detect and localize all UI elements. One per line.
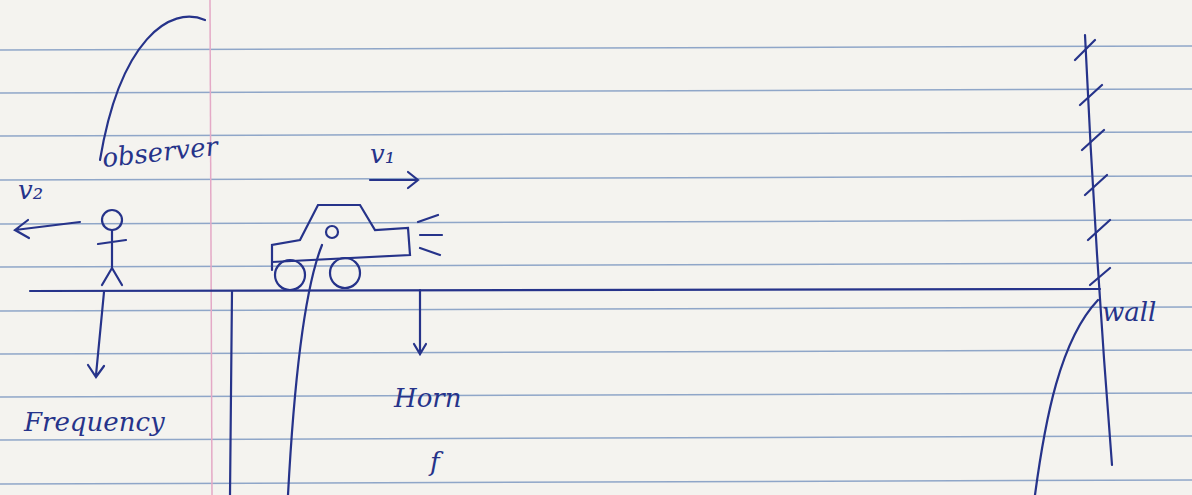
label: f: [428, 448, 442, 477]
ink: [15, 17, 1112, 495]
ruled-lines: [0, 46, 1192, 484]
leader-line: [88, 292, 104, 377]
label: Horn: [392, 384, 464, 413]
label: wall: [1100, 298, 1158, 327]
sound-lines: [418, 215, 442, 255]
driver: [326, 226, 338, 238]
label: Frequency: [22, 408, 167, 437]
leader-line: [1035, 300, 1098, 495]
wall-line: [1085, 35, 1112, 465]
wall-hatching: [1075, 40, 1110, 285]
velocity-arrow: [370, 172, 418, 188]
label: v₁: [368, 140, 397, 169]
leader-line: [230, 291, 232, 495]
margin-line: [210, 0, 212, 495]
label: observer: [99, 132, 221, 173]
leader-line: [288, 245, 322, 495]
ground-line: [30, 289, 1100, 291]
observer-head: [102, 210, 122, 230]
car-wheel: [275, 260, 305, 290]
car-wheel: [330, 258, 360, 288]
leader-line: [414, 290, 426, 354]
observer-body: [98, 230, 126, 285]
label: v₂: [16, 176, 45, 205]
velocity-arrow: [15, 220, 80, 238]
